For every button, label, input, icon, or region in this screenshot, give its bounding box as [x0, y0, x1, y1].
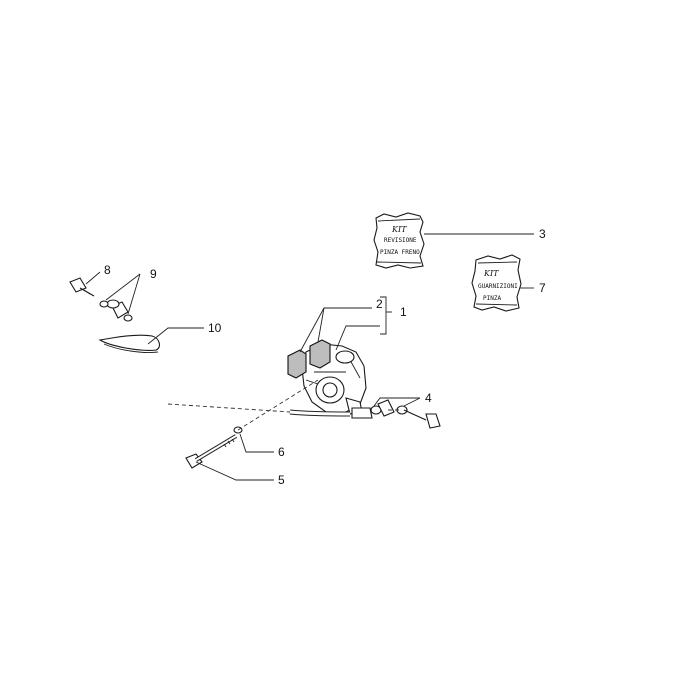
banjo-bolt-right [396, 405, 441, 429]
caliper-mounting-bolt [185, 434, 238, 469]
revision-kit-line1: KIT [391, 225, 407, 234]
callout-2: 2 [376, 297, 383, 311]
callout-9: 9 [150, 267, 157, 281]
revision-kit-line3: PINZA FRENO [380, 249, 420, 256]
callout-5: 5 [278, 473, 285, 487]
brake-pads [287, 339, 331, 379]
brake-hose-upper [106, 299, 170, 403]
gasket-kit-line3: PINZA [483, 295, 501, 302]
gasket-kit-line2: GUARNIZIONI [478, 283, 518, 290]
brake-hose-lower [289, 399, 395, 419]
leader-lines [85, 233, 534, 481]
gasket-kit-line1: KIT [483, 269, 499, 278]
assembly-guide-lines [167, 379, 402, 431]
callout-1: 1 [400, 305, 407, 319]
hose-clamp-bracket [98, 334, 161, 353]
banjo-bolt-left [69, 277, 95, 297]
callout-3: 3 [539, 227, 546, 241]
callout-6: 6 [278, 445, 285, 459]
callout-4: 4 [425, 391, 432, 405]
sealing-washers-left [99, 300, 133, 322]
callout-10: 10 [208, 321, 222, 335]
revision-kit-line2: REVISIONE [384, 237, 417, 244]
caliper-gasket-kit-bag: KIT GUARNIZIONI PINZA [471, 254, 522, 312]
callout-labels: 1 2 3 4 5 6 7 8 9 10 [104, 227, 546, 487]
callout-8: 8 [104, 263, 111, 277]
caliper-revision-kit-bag: KIT REVISIONE PINZA FRENO [373, 212, 425, 269]
callout-7: 7 [539, 281, 546, 295]
